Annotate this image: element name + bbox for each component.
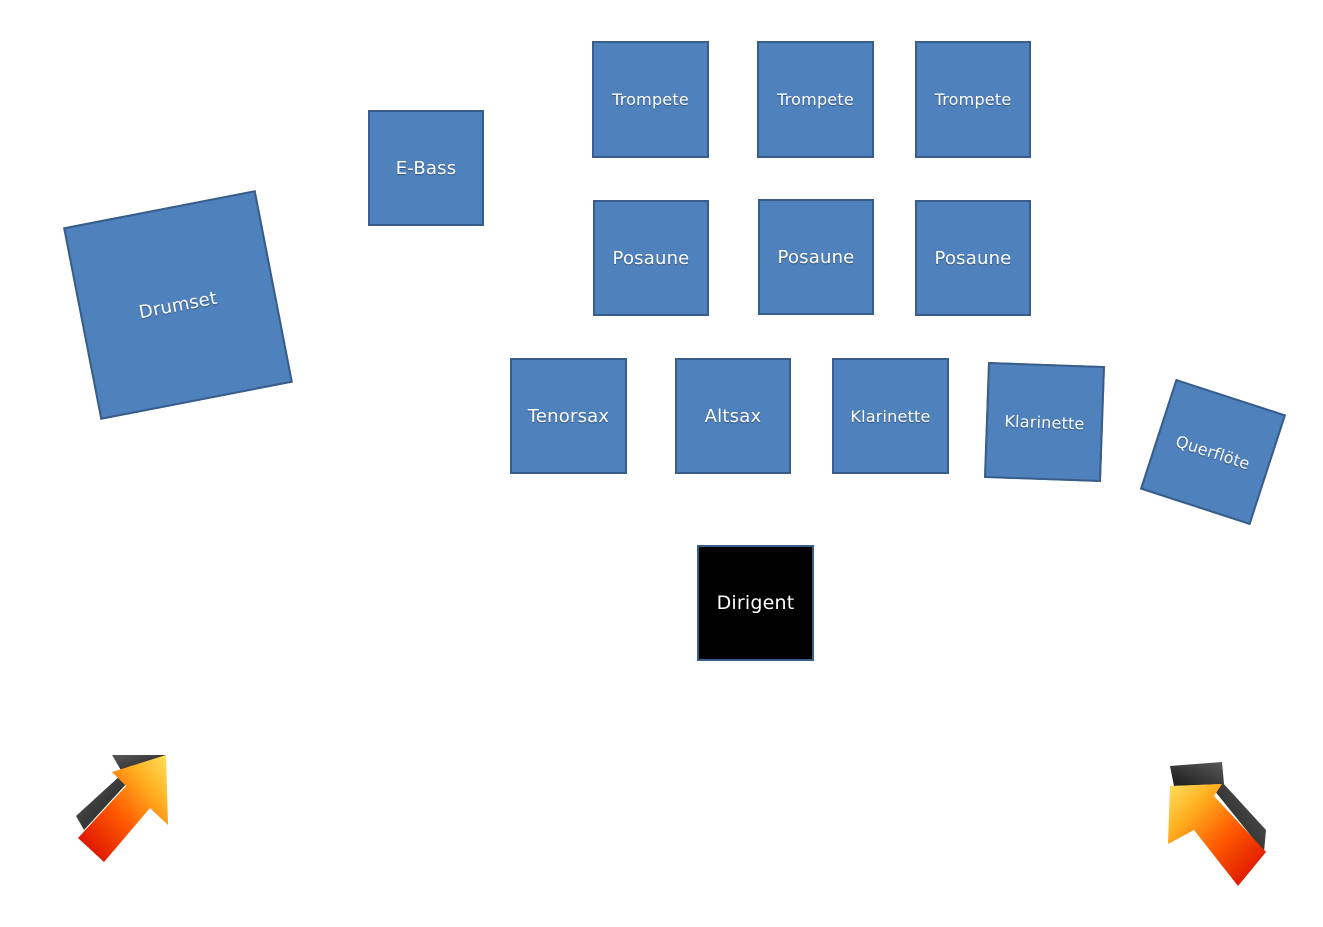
posaune-box-2: Posaune [758,199,874,315]
speaker-arrow-icon [1168,762,1266,886]
trompete-box-1: Trompete [592,41,709,158]
tenorsax-label: Tenorsax [527,405,610,427]
klarinette-box-1: Klarinette [832,358,949,474]
dirigent-box: Dirigent [697,545,814,661]
trompete-label-1: Trompete [612,90,689,109]
altsax-box: Altsax [675,358,791,474]
altsax-label: Altsax [704,405,762,427]
drumset-box: Drumset [63,190,293,420]
klarinette-box-2: Klarinette [984,361,1105,483]
trompete-label-3: Trompete [934,90,1012,109]
speaker-arrow-icon [76,755,168,862]
querfloete-label: Querflöte [1173,431,1253,473]
posaune-box-1: Posaune [593,200,709,316]
trompete-label-2: Trompete [777,90,854,109]
posaune-box-3: Posaune [915,200,1031,316]
ebass-box: E-Bass [368,110,484,226]
posaune-label-3: Posaune [934,247,1012,269]
tenorsax-box: Tenorsax [510,358,627,474]
klarinette-label-1: Klarinette [850,406,931,426]
drumset-label: Drumset [137,287,219,323]
trompete-box-2: Trompete [757,41,874,158]
dirigent-label: Dirigent [716,592,795,614]
querfloete-box: Querflöte [1139,378,1287,526]
posaune-label-1: Posaune [612,247,690,269]
posaune-label-2: Posaune [777,246,855,268]
ebass-label: E-Bass [395,157,457,179]
trompete-box-3: Trompete [915,41,1031,158]
klarinette-label-2: Klarinette [1004,411,1085,433]
